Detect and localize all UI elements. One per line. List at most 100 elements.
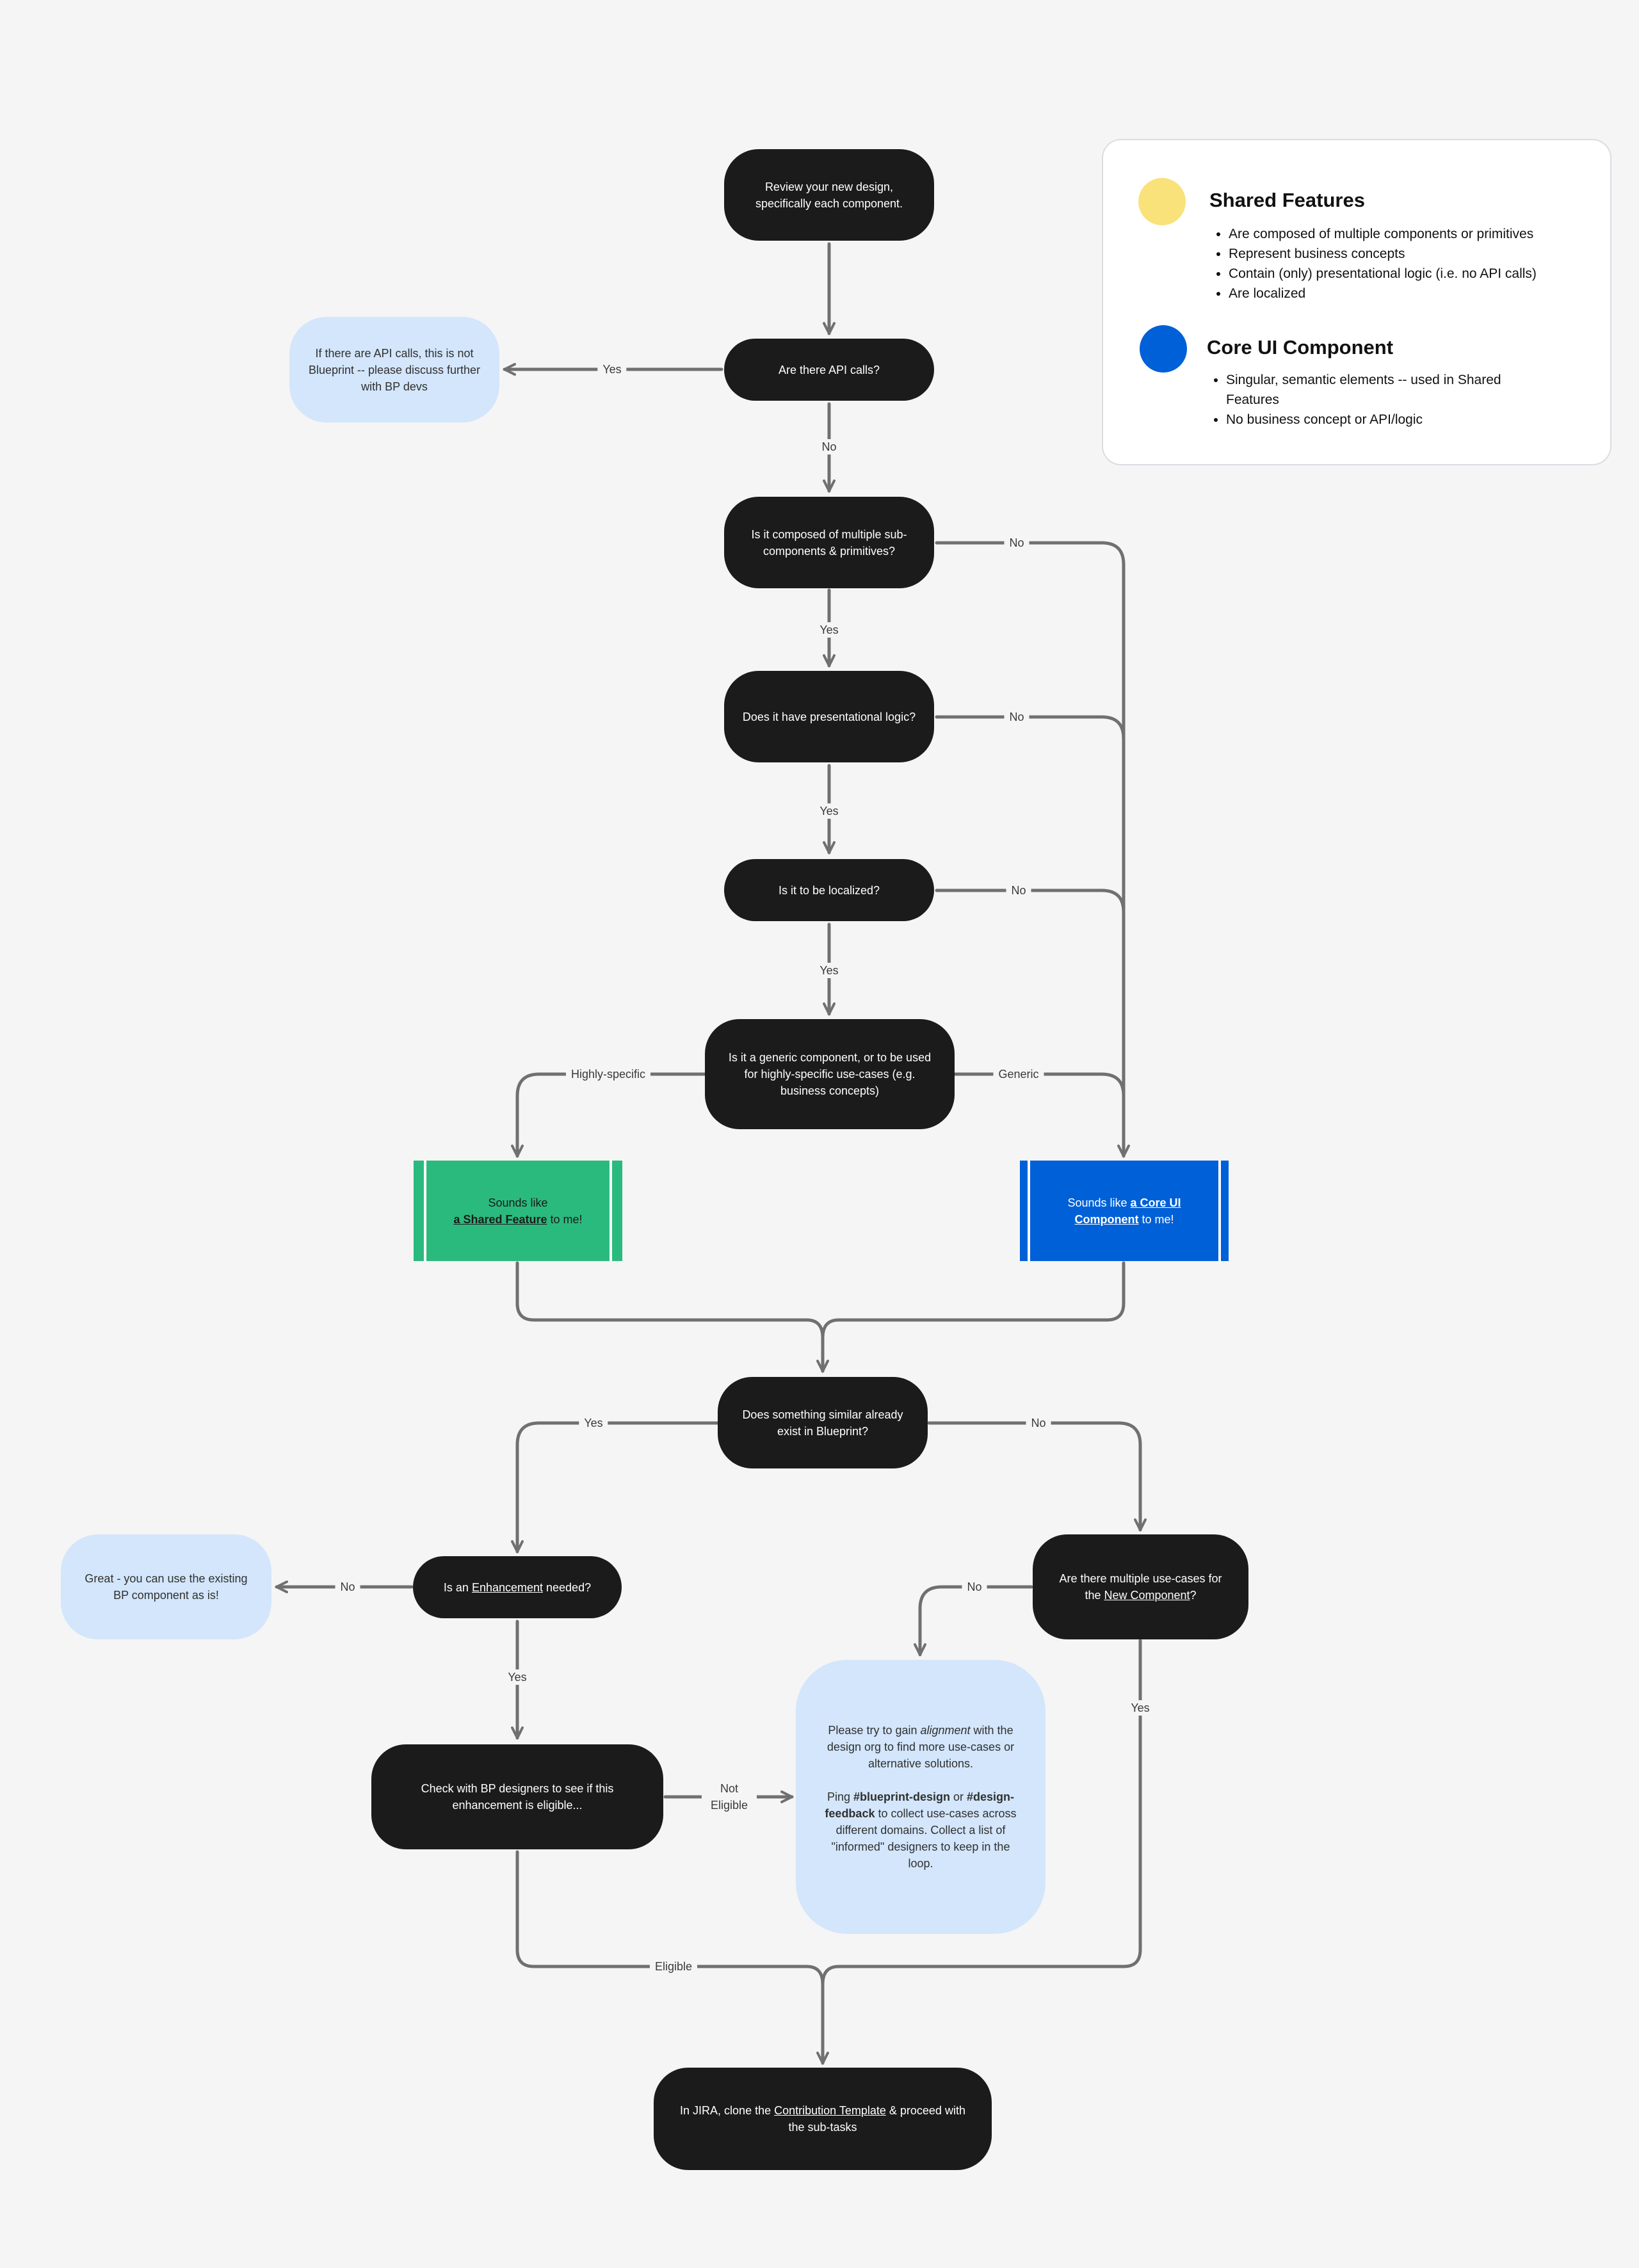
- multiple-use-cases-suffix: ?: [1190, 1589, 1197, 1602]
- contribution-template-link[interactable]: Contribution Template: [774, 2104, 886, 2117]
- shared-features-item: Are localized: [1229, 284, 1613, 303]
- alignment-note-paragraph-2: Ping #blueprint-design or #design-feedba…: [821, 1789, 1020, 1872]
- core-ui-item: No business concept or API/logic: [1226, 410, 1546, 430]
- core-ui-link[interactable]: a Core UI Component: [1074, 1196, 1181, 1226]
- edge-label-similar-no: No: [1026, 1415, 1051, 1431]
- connector-multiple-yes: [816, 1639, 1142, 2065]
- alignment-note-paragraph-1: Please try to gain alignment with the de…: [821, 1722, 1020, 1772]
- connector-highly-specific: [511, 1072, 707, 1158]
- alignment-note-p2-start: Ping: [827, 1790, 853, 1803]
- enhancement-link[interactable]: Enhancement: [471, 1580, 544, 1594]
- core-ui-swatch: [1140, 325, 1187, 373]
- shared-feature-prefix: Sounds like: [488, 1196, 548, 1209]
- connector-generic: [953, 1072, 1126, 1098]
- shared-features-list: Are composed of multiple components or p…: [1212, 224, 1613, 303]
- api-yes-result-node: If there are API calls, this is not Blue…: [289, 317, 499, 422]
- shared-features-item: Contain (only) presentational logic (i.e…: [1229, 264, 1613, 284]
- generic-question-node: Is it a generic component, or to be used…: [705, 1019, 955, 1129]
- shared-features-title: Shared Features: [1209, 189, 1365, 211]
- connector-eligible: [515, 1850, 825, 1986]
- alignment-note-emphasis: alignment: [920, 1724, 971, 1737]
- design-feedback-channel: #design-feedback: [825, 1790, 1015, 1820]
- alignment-note-p2-end: to collect use-cases across different do…: [831, 1807, 1017, 1870]
- core-ui-item: Singular, semantic elements -- used in S…: [1226, 370, 1546, 410]
- new-component-link[interactable]: New Component: [1104, 1589, 1190, 1602]
- edge-label-api-no: No: [816, 439, 842, 454]
- edge-label-presentational-yes: Yes: [814, 803, 844, 819]
- enhancement-question-node: Is an Enhancement needed?: [413, 1556, 622, 1618]
- connector-presentational-no: [935, 715, 1126, 741]
- connector-similar-no: [927, 1421, 1147, 1532]
- localized-question-node: Is it to be localized?: [724, 859, 934, 921]
- blueprint-design-channel: #blueprint-design: [853, 1790, 950, 1803]
- check-eligibility-node: Check with BP designers to see if this e…: [371, 1744, 663, 1849]
- edge-label-api-yes: Yes: [597, 362, 627, 377]
- shared-features-swatch: [1138, 178, 1186, 225]
- core-ui-list: Singular, semantic elements -- used in S…: [1209, 370, 1546, 430]
- check-eligibility-text: Check with BP designers to see if this e…: [421, 1782, 614, 1812]
- start-node-text: Review your new design, specifically eac…: [755, 180, 903, 210]
- edge-label-similar-yes: Yes: [579, 1415, 608, 1431]
- alignment-note-or: or: [950, 1790, 967, 1803]
- great-result-text: Great - you can use the existing BP comp…: [85, 1572, 248, 1602]
- edge-label-eligible: Eligible: [649, 1959, 698, 1974]
- connector-multiple-no: [914, 1585, 1033, 1657]
- edge-label-enhancement-yes: Yes: [503, 1669, 532, 1685]
- connector-composed-no: [935, 541, 1130, 1158]
- alignment-note-node: Please try to gain alignment with the de…: [796, 1660, 1046, 1934]
- great-result-node: Great - you can use the existing BP comp…: [61, 1534, 271, 1639]
- edge-label-not-eligible: Not Eligible: [702, 1780, 757, 1814]
- connector-localized-no: [935, 889, 1126, 914]
- enhancement-question-text: Is an Enhancement needed?: [444, 1579, 591, 1596]
- edge-label-composed-no: No: [1004, 535, 1029, 551]
- localized-question-text: Is it to be localized?: [778, 883, 880, 897]
- edge-label-multiple-no: No: [962, 1579, 987, 1595]
- multiple-use-cases-question-node: Are there multiple use-cases for the New…: [1033, 1534, 1248, 1639]
- presentational-question-node: Does it have presentational logic?: [724, 671, 934, 762]
- similar-question-node: Does something similar already exist in …: [718, 1377, 928, 1468]
- core-ui-result-text: Sounds like a Core UI Component to me!: [1038, 1194, 1211, 1228]
- core-ui-result-node: Sounds like a Core UI Component to me!: [1020, 1161, 1229, 1261]
- composed-question-text: Is it composed of multiple sub-component…: [751, 527, 907, 558]
- final-step-prefix: In JIRA, clone the: [680, 2104, 775, 2117]
- edge-label-highly-specific: Highly-specific: [565, 1066, 651, 1082]
- edge-label-presentational-no: No: [1004, 709, 1029, 725]
- shared-features-item: Represent business concepts: [1229, 244, 1613, 264]
- multiple-use-cases-prefix: Are there multiple use-cases for the: [1059, 1572, 1222, 1602]
- presentational-question-text: Does it have presentational logic?: [742, 710, 916, 723]
- shared-feature-result-node: Sounds like a Shared Feature to me!: [414, 1161, 622, 1261]
- connector-core-merge: [816, 1261, 1126, 1373]
- enhancement-prefix: Is an: [443, 1580, 472, 1594]
- edge-label-multiple-yes: Yes: [1126, 1700, 1155, 1716]
- api-question-text: Are there API calls?: [778, 363, 880, 376]
- similar-question-text: Does something similar already exist in …: [742, 1408, 903, 1438]
- composed-question-node: Is it composed of multiple sub-component…: [724, 497, 934, 588]
- final-step-text: In JIRA, clone the Contribution Template…: [672, 2102, 974, 2135]
- shared-feature-link[interactable]: a Shared Feature: [453, 1212, 547, 1226]
- edge-label-localized-no: No: [1006, 883, 1031, 898]
- enhancement-suffix: needed?: [543, 1580, 592, 1594]
- final-step-node: In JIRA, clone the Contribution Template…: [654, 2068, 992, 2170]
- alignment-note-p1-start: Please try to gain: [828, 1724, 921, 1737]
- edge-label-localized-yes: Yes: [814, 963, 844, 978]
- final-step-suffix: & proceed with the sub-tasks: [788, 2104, 965, 2134]
- edge-label-generic: Generic: [993, 1066, 1044, 1082]
- api-yes-result-text: If there are API calls, this is not Blue…: [308, 346, 481, 393]
- edge-label-enhancement-no: No: [335, 1579, 360, 1595]
- start-node: Review your new design, specifically eac…: [724, 149, 934, 241]
- core-ui-title: Core UI Component: [1207, 336, 1394, 358]
- shared-feature-result-text: Sounds like a Shared Feature to me!: [453, 1194, 582, 1228]
- connector-shared-merge: [515, 1261, 825, 1340]
- api-question-node: Are there API calls?: [724, 339, 934, 401]
- multiple-use-cases-question-text: Are there multiple use-cases for the New…: [1051, 1570, 1231, 1604]
- shared-feature-suffix: to me!: [547, 1212, 583, 1226]
- core-ui-prefix: Sounds like: [1067, 1196, 1131, 1209]
- shared-features-item: Are composed of multiple components or p…: [1229, 224, 1613, 244]
- alignment-note-p1-end: with the design org to find more use-cas…: [827, 1724, 1015, 1770]
- connector-similar-yes: [511, 1421, 720, 1554]
- legend-panel: Shared Features Are composed of multiple…: [1102, 139, 1611, 465]
- generic-question-text: Is it a generic component, or to be used…: [728, 1051, 932, 1097]
- core-ui-suffix: to me!: [1138, 1212, 1174, 1226]
- edge-label-composed-yes: Yes: [814, 622, 844, 638]
